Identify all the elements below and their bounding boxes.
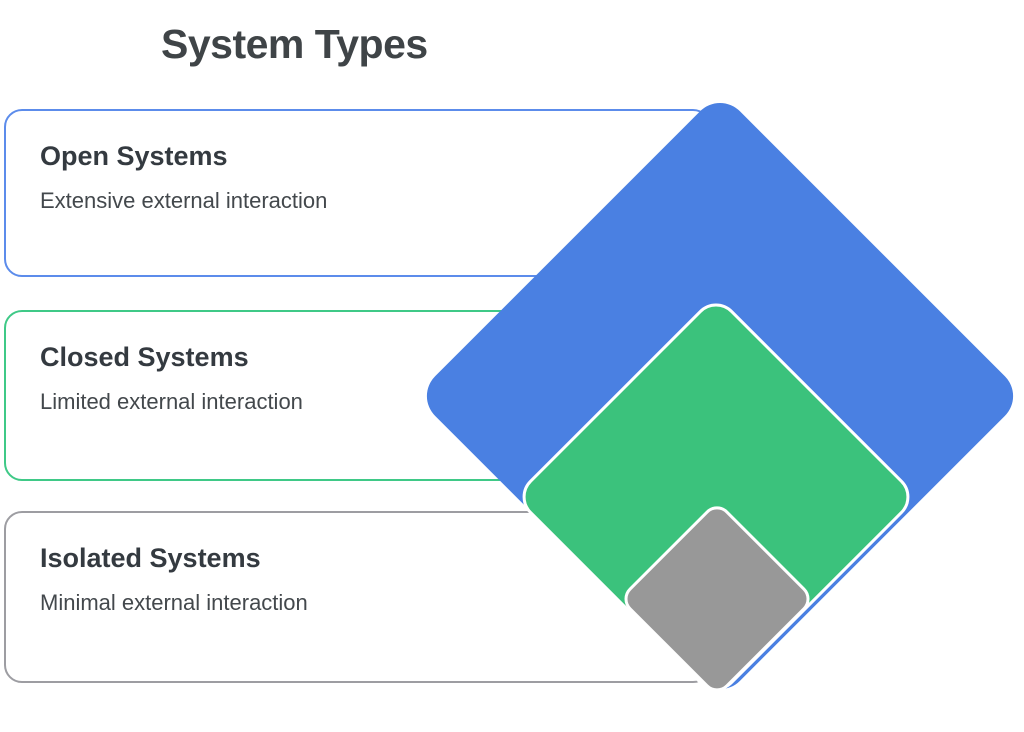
isolated-systems-diamond bbox=[624, 506, 810, 692]
isolated-systems-card: Isolated Systems Minimal external intera… bbox=[4, 511, 711, 683]
card-description: Extensive external interaction bbox=[40, 188, 328, 213]
card-title: Open Systems bbox=[40, 141, 228, 171]
closed-systems-diamond bbox=[522, 303, 910, 691]
card-description: Limited external interaction bbox=[40, 389, 303, 414]
card-description: Minimal external interaction bbox=[40, 590, 308, 615]
page-title: System Types bbox=[161, 21, 428, 67]
card-title: Isolated Systems bbox=[40, 543, 261, 573]
card-title: Closed Systems bbox=[40, 342, 249, 372]
